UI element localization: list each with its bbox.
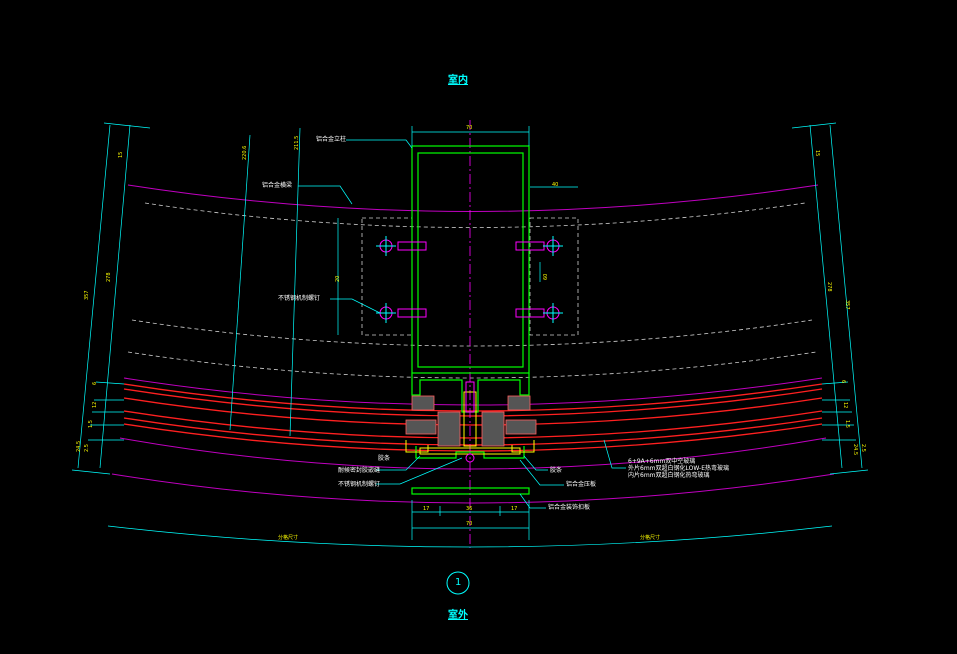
dim-right-e: 2.5 (860, 444, 866, 452)
dim-bottom-right: 17 (511, 506, 518, 512)
dim-right-outer: 357 (844, 300, 850, 310)
label-rubber-right: 胶条 (550, 467, 563, 474)
detail-number: 1 (455, 577, 462, 588)
label-glass-1: 6+9A+6mm双中空玻璃 (628, 458, 696, 465)
dim-right-inner: 278 (826, 282, 832, 292)
dim-left-mid1: 220.6 (242, 145, 248, 160)
bolts (376, 236, 563, 463)
dim-left-inner: 278 (106, 272, 112, 282)
dim-left-mid2: 211.5 (294, 135, 300, 150)
dim-left-a: 6 (92, 381, 98, 385)
label-cover: 铝合金装饰扣板 (548, 504, 591, 511)
label-mullion: 铝合金立柱 (316, 136, 347, 143)
dim-left-b: 12 (92, 401, 98, 408)
label-glass-3: 内片6mm双超白钢化热弯玻璃 (628, 472, 710, 479)
title-indoor: 室内 (448, 75, 468, 86)
label-screws-lower: 不锈钢机制螺钉 (338, 481, 381, 488)
label-bolts: 不锈钢机制螺钉 (278, 295, 321, 302)
dim-left-f: 20 (335, 275, 341, 282)
dim-right-top: 15 (814, 150, 820, 157)
label-pressure-plate: 铝合金压板 (566, 481, 597, 488)
dim-right-a: 6 (840, 380, 846, 384)
label-crossbeam: 铝合金横梁 (262, 182, 293, 189)
dim-right-c: 1.5 (844, 420, 850, 428)
label-glass-2: 外片6mm双超白钢化LOW-E热弯玻璃 (628, 465, 730, 472)
label-gasket-strip: 耐候密封胶嵌缝 (338, 467, 381, 474)
dim-bracket-w: 40 (552, 182, 559, 188)
dim-bottom-total: 70 (466, 521, 473, 527)
dim-left-outer: 357 (84, 290, 90, 300)
title-outdoor: 室外 (448, 610, 468, 621)
glass-panes (123, 383, 823, 452)
label-rubber-left: 胶条 (378, 455, 391, 462)
rubber-blocks (405, 395, 537, 447)
dashed-outlines (127, 202, 817, 379)
dim-top-width: 70 (466, 125, 473, 131)
dim-right-d: 24.5 (852, 444, 858, 456)
dim-right-b: 12 (842, 402, 848, 409)
dimension-lines (71, 122, 869, 548)
dim-left-e: 2.5 (84, 444, 90, 452)
dim-left-top: 15 (118, 151, 124, 158)
dim-bottom-left: 17 (423, 506, 430, 512)
dim-arc-left: 分格尺寸 (278, 535, 299, 541)
detail-marker-circle (446, 571, 470, 595)
envelope-curves (111, 184, 835, 504)
dim-left-d: 24.5 (76, 440, 82, 452)
dim-left-c: 1.5 (88, 420, 94, 428)
dim-bottom-mid: 36 (466, 506, 473, 512)
mullion (411, 145, 530, 495)
dim-arc-right: 分格尺寸 (640, 535, 661, 541)
dim-bracket-h: 60 (543, 273, 549, 280)
